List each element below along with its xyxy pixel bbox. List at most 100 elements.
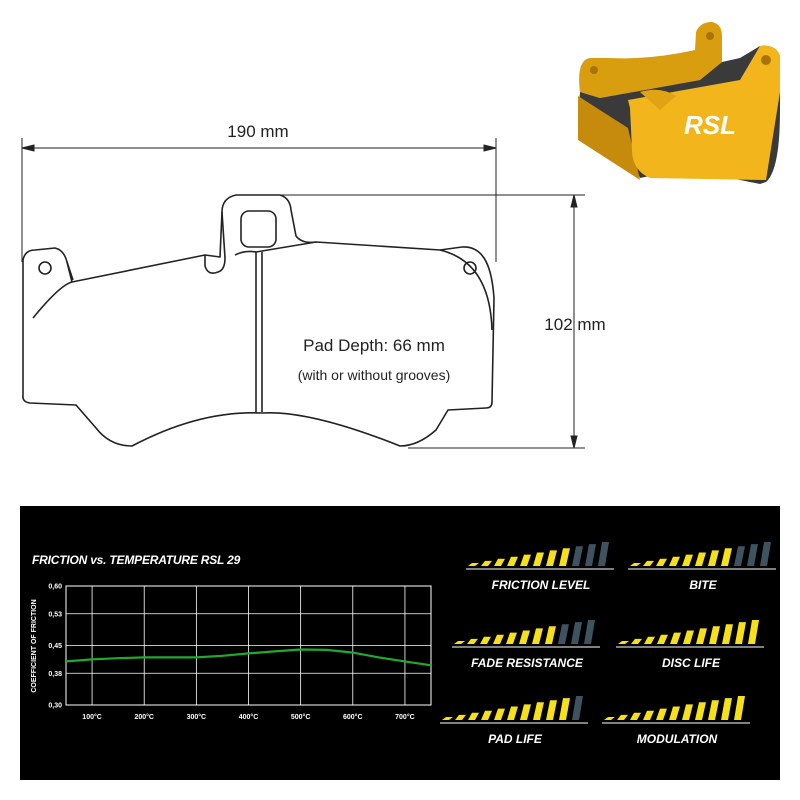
gauge-bar-filled <box>722 624 733 644</box>
gauge-bar-filled <box>604 717 615 720</box>
pad-outline <box>22 194 495 447</box>
gauge-bar-empty <box>734 546 745 566</box>
rsl-logo: RSL <box>684 110 736 140</box>
gauge-label: FRICTION LEVEL <box>491 578 591 592</box>
x-tick-label: 500°C <box>291 713 311 721</box>
gauge-bite: BITE <box>628 536 778 596</box>
y-tick-label: 0,30 <box>48 703 62 710</box>
gauge-bar-filled <box>708 700 719 720</box>
chart-grid <box>65 585 432 706</box>
gauge-bar-filled <box>442 717 453 720</box>
gauge-bar-filled <box>520 704 531 720</box>
brake-pad-product-image: RSL <box>578 22 780 184</box>
y-axis-label: COEFFICIENT OF FRICTION <box>31 599 38 692</box>
x-tick-label: 600°C <box>343 713 363 721</box>
y-tick-label: 0,38 <box>48 671 62 678</box>
pad-depth-note: (with or without grooves) <box>298 367 451 383</box>
gauge-bar-filled <box>631 638 642 644</box>
gauge-bar-filled <box>708 550 719 566</box>
gauge-bar-filled <box>455 714 466 720</box>
spec-panel: FRICTION vs. TEMPERATURE RSL 29 0,60 0,53… <box>20 506 780 780</box>
gauge-label: MODULATION <box>636 732 718 746</box>
gauge-bar-filled <box>721 548 732 566</box>
gauge-bar-filled <box>682 704 693 720</box>
gauge-bar-filled <box>468 712 479 720</box>
chart-title: FRICTION vs. TEMPERATURE RSL 29 <box>32 553 241 567</box>
gauge-bar-filled <box>533 702 544 720</box>
gauge-bar-empty <box>598 542 609 566</box>
gauge-bar-filled <box>481 560 492 566</box>
gauge-bar-empty <box>747 544 758 566</box>
gauge-label: FADE RESISTANCE <box>471 656 583 670</box>
gauge-label: DISC LIFE <box>661 656 720 670</box>
gauge-bar-filled <box>630 563 641 566</box>
y-tick-label: 0,60 <box>48 584 62 591</box>
gauge-bar-filled <box>644 636 655 644</box>
gauge-bar-filled <box>657 634 668 644</box>
gauge-bar-filled <box>559 548 570 566</box>
gauge-bar-filled <box>656 558 667 566</box>
pad-depth-label: Pad Depth: 66 mm <box>303 336 445 355</box>
gauge-bar-filled <box>735 622 746 644</box>
gauge-bar-empty <box>558 624 569 644</box>
y-tick-label: 0,53 <box>48 611 62 618</box>
gauge-bar-empty <box>585 544 596 566</box>
gauge-bar-filled <box>721 698 732 720</box>
gauge-bar-filled <box>669 706 680 720</box>
gauge-bar-filled <box>643 710 654 720</box>
gauge-bar-filled <box>506 632 517 644</box>
gauge-bar-filled <box>494 558 505 566</box>
gauge-bar-filled <box>670 632 681 644</box>
gauge-bars <box>440 696 588 724</box>
gauge-bar-filled <box>480 636 491 644</box>
gauge-bar-empty <box>760 542 771 566</box>
gauge-bar-filled <box>617 714 628 720</box>
x-tick-label: 700°C <box>395 713 415 721</box>
gauge-bar-filled <box>643 560 654 566</box>
gauge-bar-filled <box>545 626 556 644</box>
gauge-bar-filled <box>546 550 557 566</box>
gauge-bar-filled <box>734 696 745 720</box>
gauge-bar-filled <box>454 641 465 644</box>
gauge-bar-filled <box>533 552 544 566</box>
gauge-bars <box>616 620 764 648</box>
gauge-bar-filled <box>467 638 478 644</box>
gauge-bar-empty <box>584 620 595 644</box>
y-tick-label: 0,45 <box>48 643 62 650</box>
height-dimension-label: 102 mm <box>544 315 605 334</box>
gauge-bar-filled <box>507 706 518 720</box>
pad-technical-drawing: 190 mm 102 mm Pad Depth: 66 mm (with or … <box>21 22 780 449</box>
gauge-bar-filled <box>695 552 706 566</box>
gauge-bar-filled <box>748 620 759 644</box>
gauge-bar-filled <box>683 630 694 644</box>
width-dimension-label: 190 mm <box>227 122 288 141</box>
gauge-bar-filled <box>696 628 707 644</box>
gauge-bar-filled <box>630 712 641 720</box>
gauge-bar-filled <box>520 554 531 566</box>
x-tick-label: 200°C <box>134 713 154 721</box>
gauge-modulation: MODULATION <box>602 690 752 750</box>
gauge-bars <box>466 542 614 570</box>
gauge-bar-filled <box>695 702 706 720</box>
gauge-bar-empty <box>572 546 583 566</box>
gauge-bar-empty <box>572 696 583 720</box>
gauge-label: PAD LIFE <box>488 732 542 746</box>
gauge-bar-filled <box>532 628 543 644</box>
gauge-fade-resistance: FADE RESISTANCE <box>452 614 602 674</box>
gauge-bars <box>602 696 750 724</box>
gauge-bar-filled <box>507 556 518 566</box>
gauge-pad-life: PAD LIFE <box>440 690 590 750</box>
gauge-bar-filled <box>669 556 680 566</box>
gauge-bar-filled <box>519 630 530 644</box>
gauge-bar-filled <box>494 708 505 720</box>
gauge-bar-filled <box>481 710 492 720</box>
series-line-rsl29 <box>65 648 432 667</box>
gauge-bar-filled <box>546 700 557 720</box>
gauge-bars <box>452 620 600 648</box>
gauge-disc-life: DISC LIFE <box>616 614 766 674</box>
y-tick-labels: 0,60 0,53 0,45 0,38 0,30 <box>48 584 62 710</box>
gauge-bar-filled <box>656 708 667 720</box>
gauge-bar-filled <box>493 634 504 644</box>
